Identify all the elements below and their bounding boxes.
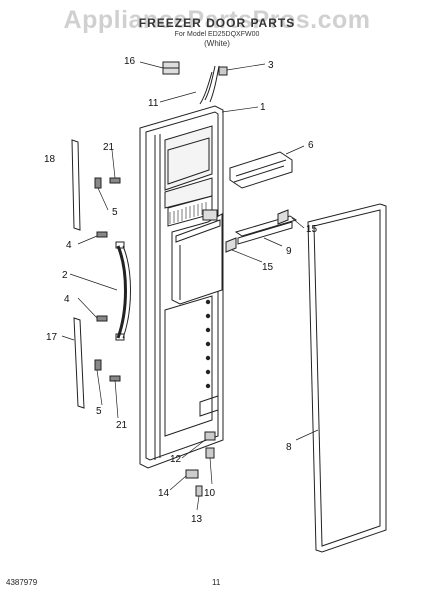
callout-1: 1: [260, 102, 266, 113]
callout-10: 10: [204, 488, 216, 499]
callout-5-bottom: 5: [96, 406, 102, 417]
callout-8: 8: [286, 442, 292, 453]
callout-21-top: 21: [103, 142, 115, 153]
callout-5-top: 5: [112, 207, 118, 218]
callout-labels: 16 3 11 1 6 18 21 5 15 9 4 15 2 4 17 5 2…: [44, 56, 318, 525]
diagram-title: FREEZER DOOR PARTS: [138, 16, 296, 30]
diagram-subtitle-color: (White): [204, 39, 230, 48]
shelf-brackets: [225, 209, 298, 253]
hardware-screws: [94, 177, 121, 382]
callout-3: 3: [268, 60, 274, 71]
callout-11: 11: [148, 98, 159, 109]
document-number: 4387979: [6, 578, 38, 587]
diagram-subtitle-model: For Model ED25DQXFW00: [174, 31, 260, 38]
callout-16: 16: [124, 56, 136, 67]
door-assembly: [139, 105, 224, 469]
callout-14: 14: [158, 488, 170, 499]
door-handle: [115, 241, 131, 341]
callout-2: 2: [62, 270, 68, 281]
callout-21-bottom: 21: [116, 420, 128, 431]
door-gasket: [307, 203, 387, 553]
callout-6: 6: [308, 140, 314, 151]
bottom-hinge: [185, 431, 216, 497]
callout-15-bottom: 15: [262, 262, 274, 273]
wire-harness: [162, 61, 228, 105]
page-number: 11: [212, 578, 221, 587]
callout-13: 13: [191, 514, 203, 525]
callout-15-top: 15: [306, 224, 318, 235]
callout-9: 9: [286, 246, 292, 257]
callout-4-bottom: 4: [64, 294, 70, 305]
watermark: AppliancePartsPros.com: [63, 6, 371, 34]
callout-17: 17: [46, 332, 58, 343]
door-shelf: [229, 151, 293, 189]
callout-18: 18: [44, 154, 56, 165]
leader-lines: [61, 61, 319, 511]
callout-4-top: 4: [66, 240, 72, 251]
handle-trim: [71, 139, 85, 409]
callout-12: 12: [170, 454, 182, 465]
